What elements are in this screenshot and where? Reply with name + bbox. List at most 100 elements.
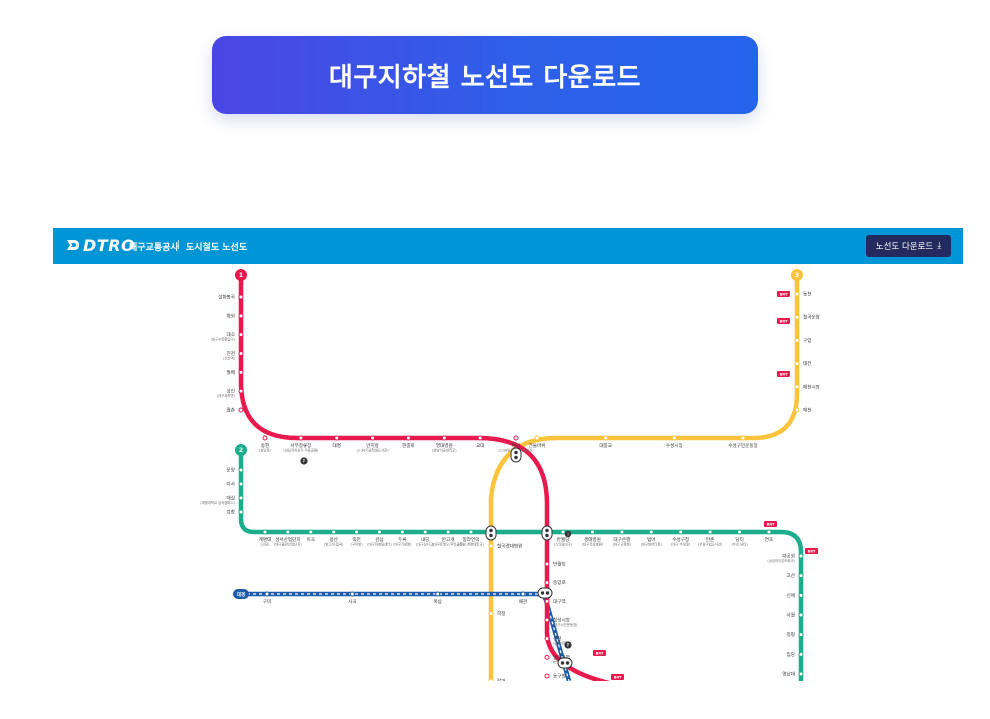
station-label: 범어	[647, 536, 655, 543]
brt-tag: BRT	[777, 371, 790, 377]
download-map-button[interactable]: 대구지하철 노선도 다운로드	[212, 36, 758, 114]
station-marker: 대구은행(대구교육청)	[613, 529, 632, 547]
station-marker: 대곡(대구수목원입구)	[211, 331, 244, 342]
station-sublabel: (대구범어타운)	[641, 542, 663, 547]
station-marker: 왜관	[519, 591, 528, 605]
station-label: 월촌	[227, 407, 235, 414]
station-label: 정평	[787, 631, 795, 638]
station-label: 영남대	[782, 671, 795, 678]
station-label: 대곡	[227, 331, 235, 338]
station-marker: 만촌(수성구립도서관)	[698, 529, 723, 547]
station-label: 연호	[765, 536, 773, 543]
brt-tag: BRT	[805, 548, 818, 554]
station-label: 사곡	[348, 598, 356, 605]
station-marker: 사곡	[348, 591, 357, 605]
station-label: 수성시장	[666, 442, 684, 449]
svg-text:2: 2	[239, 447, 243, 454]
station-label: 태전	[803, 360, 811, 367]
svg-text:BRT: BRT	[780, 320, 788, 324]
station-sublabel: (스타일대구)	[554, 542, 573, 547]
station-sublabel: (수성 담티)	[731, 542, 748, 547]
station-label: 동천	[803, 291, 811, 298]
daegyeong-badge: 대경	[233, 589, 249, 599]
station-marker: 진천(진천역)	[223, 350, 244, 361]
station-sublabel: (성당지하상가·두류공원)	[283, 448, 319, 453]
transfer-banwoldang	[541, 525, 553, 541]
station-marker: 영대병원(영남이공대학교)	[432, 435, 457, 453]
transfer-myeongdeok	[510, 447, 522, 463]
station-sublabel: (대구성서고)	[416, 542, 435, 547]
station-marker: 수성시장	[666, 435, 684, 449]
header-download-button[interactable]: 노선도 다운로드 ⤓	[866, 235, 951, 257]
station-label: 서부정류장	[290, 442, 312, 449]
station-label: 용산	[329, 536, 338, 543]
station-marker: 반월당	[544, 561, 566, 568]
station-label: 신천	[553, 635, 561, 642]
station-label: 신매	[787, 592, 795, 599]
station-marker: 화원	[227, 312, 244, 319]
station-label: 대공원	[782, 553, 795, 560]
svg-text:대경: 대경	[237, 591, 245, 598]
station-label: 상인	[227, 388, 235, 395]
route-map: 1 2 3 대경 설화명곡화원대곡(대구수목원입구)진천(진천역)월배상인(대구…	[200, 269, 821, 681]
station-marker: 월배	[227, 369, 244, 376]
line1-badge: 1	[235, 269, 247, 281]
dtro-logo-icon	[67, 240, 79, 250]
station-marker: 구암	[794, 337, 812, 344]
brt-tag: BRT	[611, 674, 624, 680]
station-marker: 매천	[794, 407, 811, 414]
line1-track	[238, 275, 611, 681]
station-label: 영대병원	[436, 442, 453, 449]
station-marker: 청라언덕(신남·계명대학교)	[458, 529, 484, 547]
station-marker: 용산(반고개·칠곡)	[324, 529, 344, 547]
station-label: 대구역	[553, 598, 566, 605]
station-label: 반고개	[442, 536, 455, 543]
station-label: 동구청	[553, 674, 566, 680]
station-marker: 성서산업단지(대구출판산업단지)	[274, 529, 302, 547]
station-label: 북삼	[433, 598, 442, 605]
station-label: 담티	[735, 536, 743, 543]
station-marker: 다사	[227, 481, 244, 488]
station-marker: 북삼	[433, 591, 443, 605]
station-label: 계명대	[259, 536, 272, 543]
station-marker: 중앙로	[544, 579, 566, 586]
station-marker: 대명	[332, 435, 341, 449]
station-label: 건들바위	[529, 442, 546, 449]
station-label: 문양	[227, 467, 236, 474]
station-marker: 구미	[263, 591, 271, 605]
station-label: 대구은행	[613, 536, 630, 543]
station-marker: 칠곡운암	[794, 314, 821, 321]
station-marker: 강창	[227, 509, 244, 516]
station-label: 강창	[227, 509, 236, 516]
station-marker: 범어(대구범어타운)	[641, 529, 663, 547]
station-marker: 교대	[476, 435, 484, 449]
station-sublabel: (대구교육청)	[613, 542, 632, 547]
station-label: 설화명곡	[218, 294, 235, 301]
svg-text:i: i	[567, 531, 568, 536]
station-label: 학정	[497, 610, 505, 617]
station-marker: 수성구민운동장	[728, 435, 759, 449]
daegyeong-track	[241, 591, 572, 681]
station-marker: 동구청	[544, 673, 566, 680]
station-marker: 상인(대구과학관)	[217, 388, 244, 398]
station-label: 두류	[398, 537, 406, 543]
station-label: 임당	[787, 651, 796, 658]
station-sublabel: (대구로데오·약전골목)	[432, 542, 464, 547]
station-label: 대봉교	[599, 442, 612, 449]
station-sublabel: (구미방)	[351, 542, 364, 547]
station-label: 청라언덕	[463, 536, 480, 543]
station-sublabel: (영남이공대학교)	[432, 448, 457, 453]
station-label: 성서산업단지	[275, 536, 300, 543]
svg-text:BRT: BRT	[596, 652, 604, 656]
station-sublabel: (반고개·칠곡)	[324, 542, 344, 547]
station-marker: 현충로	[402, 435, 415, 449]
station-marker: 팔거	[488, 678, 505, 681]
station-label: 대명	[332, 442, 340, 449]
station-label: 고산	[787, 572, 796, 579]
svg-text:1: 1	[239, 272, 243, 279]
station-sublabel: (경북대학교)	[553, 641, 572, 646]
daegyeong-track-dash	[241, 593, 570, 681]
station-marker: 반월당(스타일대구)	[554, 529, 573, 547]
station-marker: 수성구청(대구 수성못)	[671, 529, 691, 547]
station-label: 만촌	[706, 536, 714, 543]
